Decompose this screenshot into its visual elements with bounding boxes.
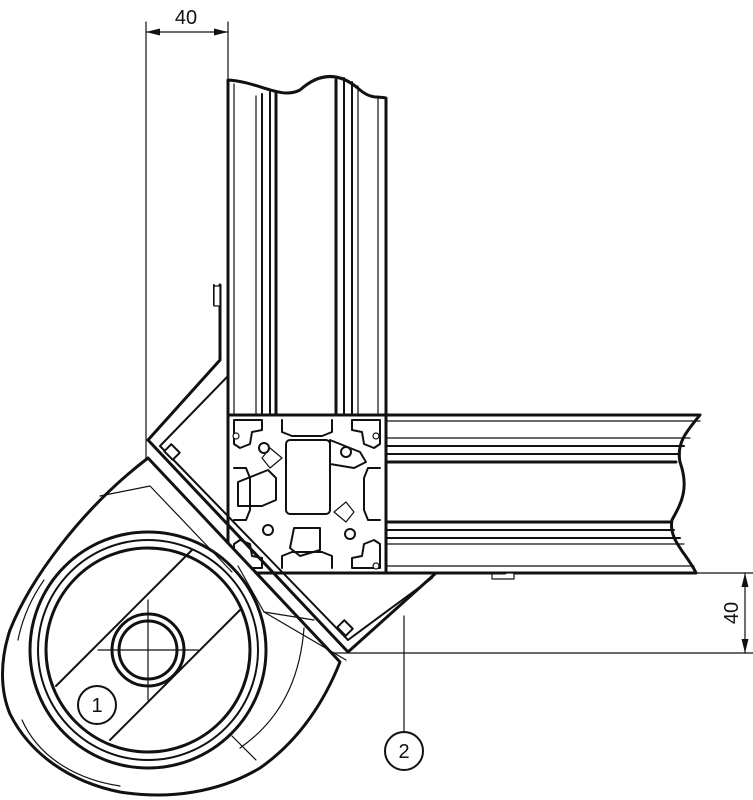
right-dimension-arrow-top: [741, 573, 749, 587]
callout-2: 2: [384, 615, 424, 771]
profile-cross-section: [226, 413, 388, 575]
cross-section-outline: [226, 413, 388, 575]
horizontal-profile-outline: [384, 413, 702, 575]
right-dimension-value: 40: [721, 602, 743, 624]
callout-1: 1: [77, 685, 117, 725]
callout-2-label: 2: [398, 741, 409, 763]
top-dimension-arrow-right: [214, 28, 228, 36]
vertical-profile: [226, 75, 388, 417]
horizontal-profile: [384, 413, 702, 580]
callout-1-circle: [77, 685, 117, 725]
angle-bracket: [146, 283, 507, 654]
ring-inner: [44, 546, 252, 754]
callout-2-circle: [384, 731, 424, 771]
vertical-profile-outline: [226, 75, 388, 417]
callout-1-label: 1: [91, 695, 102, 717]
angle-bracket-outer: [146, 283, 507, 654]
top-dimension-arrow-left: [146, 28, 160, 36]
ring-outer: [28, 530, 268, 770]
right-dimension-arrow-bottom: [741, 639, 749, 653]
top-dimension-value: 40: [175, 7, 197, 29]
